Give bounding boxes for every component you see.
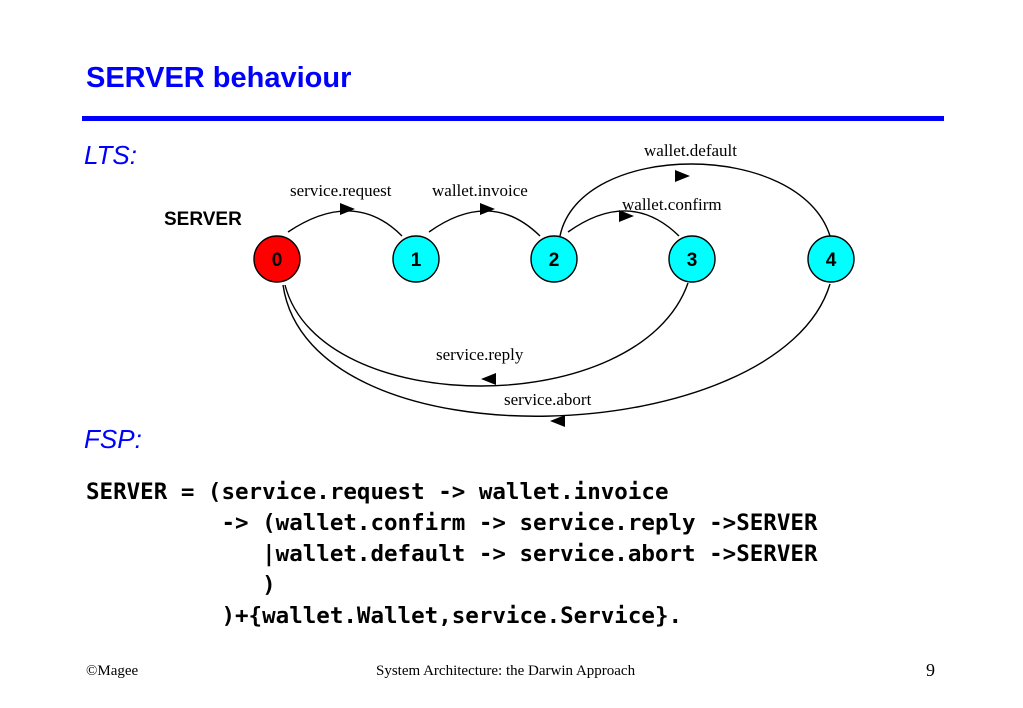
arrow-2-3: [619, 210, 634, 222]
state-2: 2: [530, 235, 578, 283]
page-number: 9: [926, 660, 935, 680]
fsp-section-label: FSP:: [84, 424, 142, 454]
fsp-line-5: )+{wallet.Wallet,service.Service}.: [86, 603, 683, 629]
footer-copyright: ©Magee: [86, 663, 139, 679]
fsp-line-1: SERVER = (service.request -> wallet.invo…: [86, 479, 669, 505]
title-underline: [82, 116, 944, 121]
arrow-0-1: [340, 203, 355, 215]
edge-3-0: [284, 282, 689, 387]
state-0: 0: [253, 235, 301, 283]
label-service-reply: service.reply: [436, 345, 524, 364]
footer-course-title: System Architecture: the Darwin Approach: [376, 663, 636, 679]
state-3: 3: [668, 235, 716, 283]
state-4-label: 4: [826, 250, 837, 271]
label-wallet-default: wallet.default: [644, 141, 737, 160]
label-wallet-invoice: wallet.invoice: [432, 181, 528, 200]
label-wallet-confirm: wallet.confirm: [622, 195, 722, 214]
edge-1-2: [428, 210, 541, 237]
edge-0-1: [287, 210, 403, 237]
state-1: 1: [392, 235, 440, 283]
state-2-label: 2: [549, 250, 560, 271]
arrow-1-2: [480, 203, 495, 215]
state-0-label: 0: [272, 250, 283, 271]
edge-2-4: [559, 163, 831, 237]
state-1-label: 1: [411, 250, 422, 271]
lts-section-label: LTS:: [84, 140, 137, 170]
label-service-abort: service.abort: [504, 390, 592, 409]
arrow-3-0: [481, 373, 496, 385]
state-3-label: 3: [687, 250, 698, 271]
label-service-request: service.request: [290, 181, 392, 200]
fsp-line-3: |wallet.default -> service.abort ->SERVE…: [86, 541, 818, 567]
edge-2-3: [567, 210, 680, 237]
process-name: SERVER: [164, 209, 242, 230]
arrow-2-4: [675, 170, 690, 182]
state-4: 4: [807, 235, 855, 283]
slide-title: SERVER behaviour: [86, 62, 352, 94]
fsp-line-2: -> (wallet.confirm -> service.reply ->SE…: [86, 510, 818, 536]
arrow-4-0: [550, 415, 565, 427]
edge-4-0: [282, 283, 831, 417]
fsp-line-4: ): [86, 572, 276, 598]
